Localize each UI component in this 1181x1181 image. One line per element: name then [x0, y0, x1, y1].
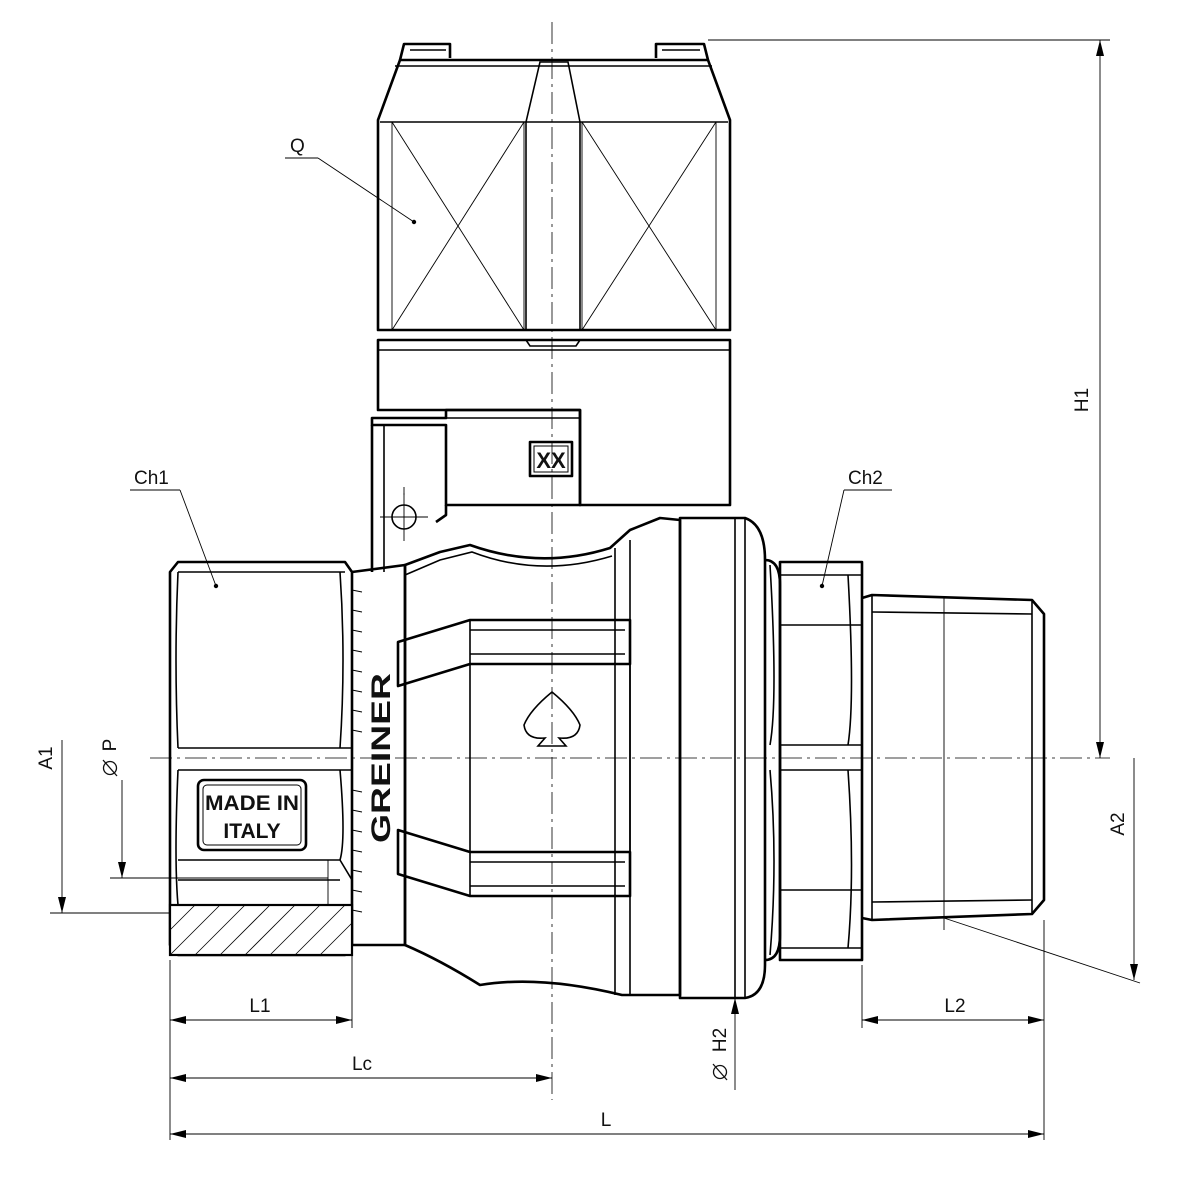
center-axes	[150, 22, 1110, 1100]
valve-body	[396, 516, 682, 997]
ch1-callout: Ch1	[130, 468, 217, 587]
diameter-symbol-icon-h2	[712, 1063, 728, 1081]
lc-dimension: Lc	[170, 1054, 552, 1082]
ch2-label: Ch2	[848, 468, 883, 489]
h2-label: H2	[710, 1028, 731, 1052]
lc-label: Lc	[352, 1054, 372, 1075]
code-badge: XX	[529, 441, 573, 477]
a1-dimension: A1	[36, 740, 170, 914]
left-hex-end	[168, 560, 354, 957]
l2-label: L2	[944, 996, 965, 1017]
a2-label: A2	[1108, 812, 1129, 835]
l2-dimension: L2	[862, 996, 1044, 1024]
a2-dimension: A2	[943, 758, 1141, 984]
greiner-brand: GREINER	[366, 673, 396, 843]
h1-dimension: H1	[708, 39, 1110, 758]
italy-text: ITALY	[223, 820, 280, 843]
a1-label: A1	[36, 746, 57, 769]
l1-label: L1	[249, 996, 270, 1017]
ch1-label: Ch1	[134, 468, 169, 489]
q-label: Q	[290, 136, 305, 157]
right-hex-end	[778, 560, 864, 962]
made-in-italy-stamp: MADE IN ITALY	[196, 778, 308, 852]
l1-dimension: L1	[170, 996, 352, 1024]
male-thread	[861, 593, 1046, 930]
h1-label: H1	[1072, 388, 1093, 412]
cap-collar	[376, 338, 732, 507]
l-label: L	[601, 1110, 612, 1131]
l-dimension: L	[170, 1110, 1044, 1138]
code-text: XX	[536, 448, 566, 473]
diameter-symbol-icon	[102, 759, 118, 777]
p-dimension: P	[100, 739, 328, 879]
cap-body	[376, 42, 732, 332]
ch2-callout: Ch2	[821, 468, 892, 587]
made-in-text: MADE IN	[205, 792, 299, 815]
extension-lines	[169, 920, 1045, 1140]
stem-block	[370, 408, 582, 572]
q-callout: Q	[285, 136, 415, 223]
h2-dimension: H2	[710, 998, 739, 1090]
p-label: P	[100, 739, 121, 752]
